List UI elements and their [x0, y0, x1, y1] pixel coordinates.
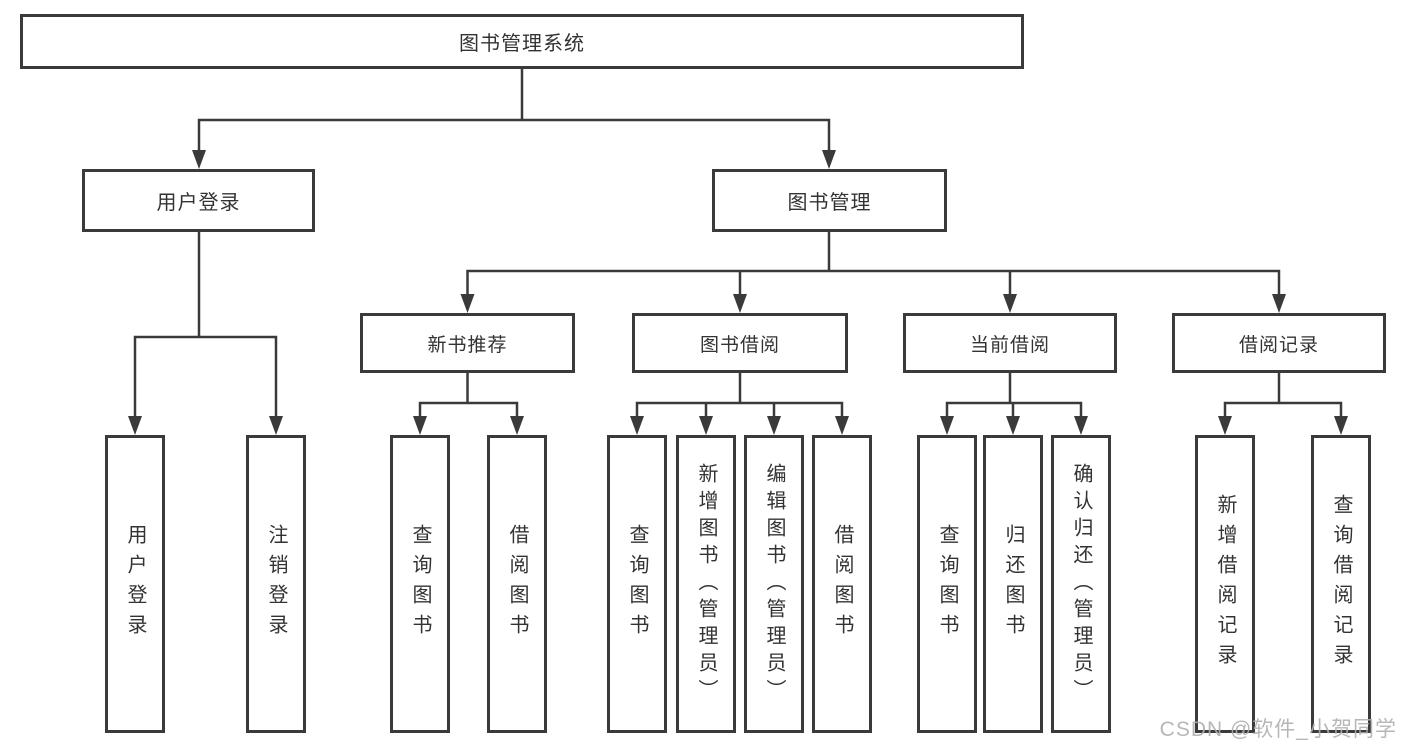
leaf-borrow-books-borrow: 借阅图书 [812, 435, 872, 733]
leaf-label: 注销登录 [265, 524, 287, 644]
node-library-system: 图书管理系统 [20, 14, 1024, 69]
leaf-edit-book-admin: 编辑图书（管理员） [744, 435, 804, 733]
leaf-label: 查询图书 [626, 524, 648, 644]
leaf-user-login: 用户登录 [105, 435, 165, 733]
leaf-label: 查询图书 [936, 524, 958, 644]
leaf-add-book-admin: 新增图书（管理员） [676, 435, 736, 733]
node-label: 借阅记录 [1238, 334, 1319, 356]
leaf-query-books-borrow: 查询图书 [607, 435, 667, 733]
leaf-label: 查询图书 [409, 524, 431, 644]
leaf-borrow-books-recommend: 借阅图书 [487, 435, 547, 733]
leaf-label: 归还图书 [1002, 524, 1024, 644]
leaf-label: 新增借阅记录 [1214, 494, 1236, 674]
node-label: 当前借阅 [969, 334, 1050, 356]
leaf-logout: 注销登录 [246, 435, 306, 733]
leaf-label: 确认归还（管理员） [1070, 462, 1092, 706]
leaf-query-borrow-record: 查询借阅记录 [1311, 435, 1371, 733]
node-user-login: 用户登录 [82, 169, 315, 232]
node-new-book-recommendation: 新书推荐 [360, 313, 575, 373]
node-label: 新书推荐 [427, 334, 508, 356]
node-borrowing-records: 借阅记录 [1172, 313, 1386, 373]
node-book-management: 图书管理 [712, 169, 947, 232]
leaf-label: 借阅图书 [831, 524, 853, 644]
leaf-add-borrow-record: 新增借阅记录 [1195, 435, 1255, 733]
leaf-query-books-recommend: 查询图书 [390, 435, 450, 733]
leaf-label: 查询借阅记录 [1330, 494, 1352, 674]
node-book-borrowing: 图书借阅 [632, 313, 848, 373]
node-label: 用户登录 [156, 192, 241, 214]
node-current-borrowing: 当前借阅 [903, 313, 1117, 373]
node-label: 图书管理 [787, 192, 872, 214]
arrowheads [128, 150, 1348, 435]
leaf-confirm-return-admin: 确认归还（管理员） [1051, 435, 1111, 733]
leaf-query-books-current: 查询图书 [917, 435, 977, 733]
leaf-label: 用户登录 [124, 524, 146, 644]
csdn-watermark: CSDN @软件_小贺同学 [1159, 718, 1397, 741]
node-label: 图书管理系统 [459, 33, 585, 55]
node-label: 图书借阅 [699, 334, 780, 356]
leaf-return-book: 归还图书 [983, 435, 1043, 733]
leaf-label: 新增图书（管理员） [695, 462, 717, 706]
leaf-label: 编辑图书（管理员） [763, 462, 785, 706]
leaf-label: 借阅图书 [506, 524, 528, 644]
